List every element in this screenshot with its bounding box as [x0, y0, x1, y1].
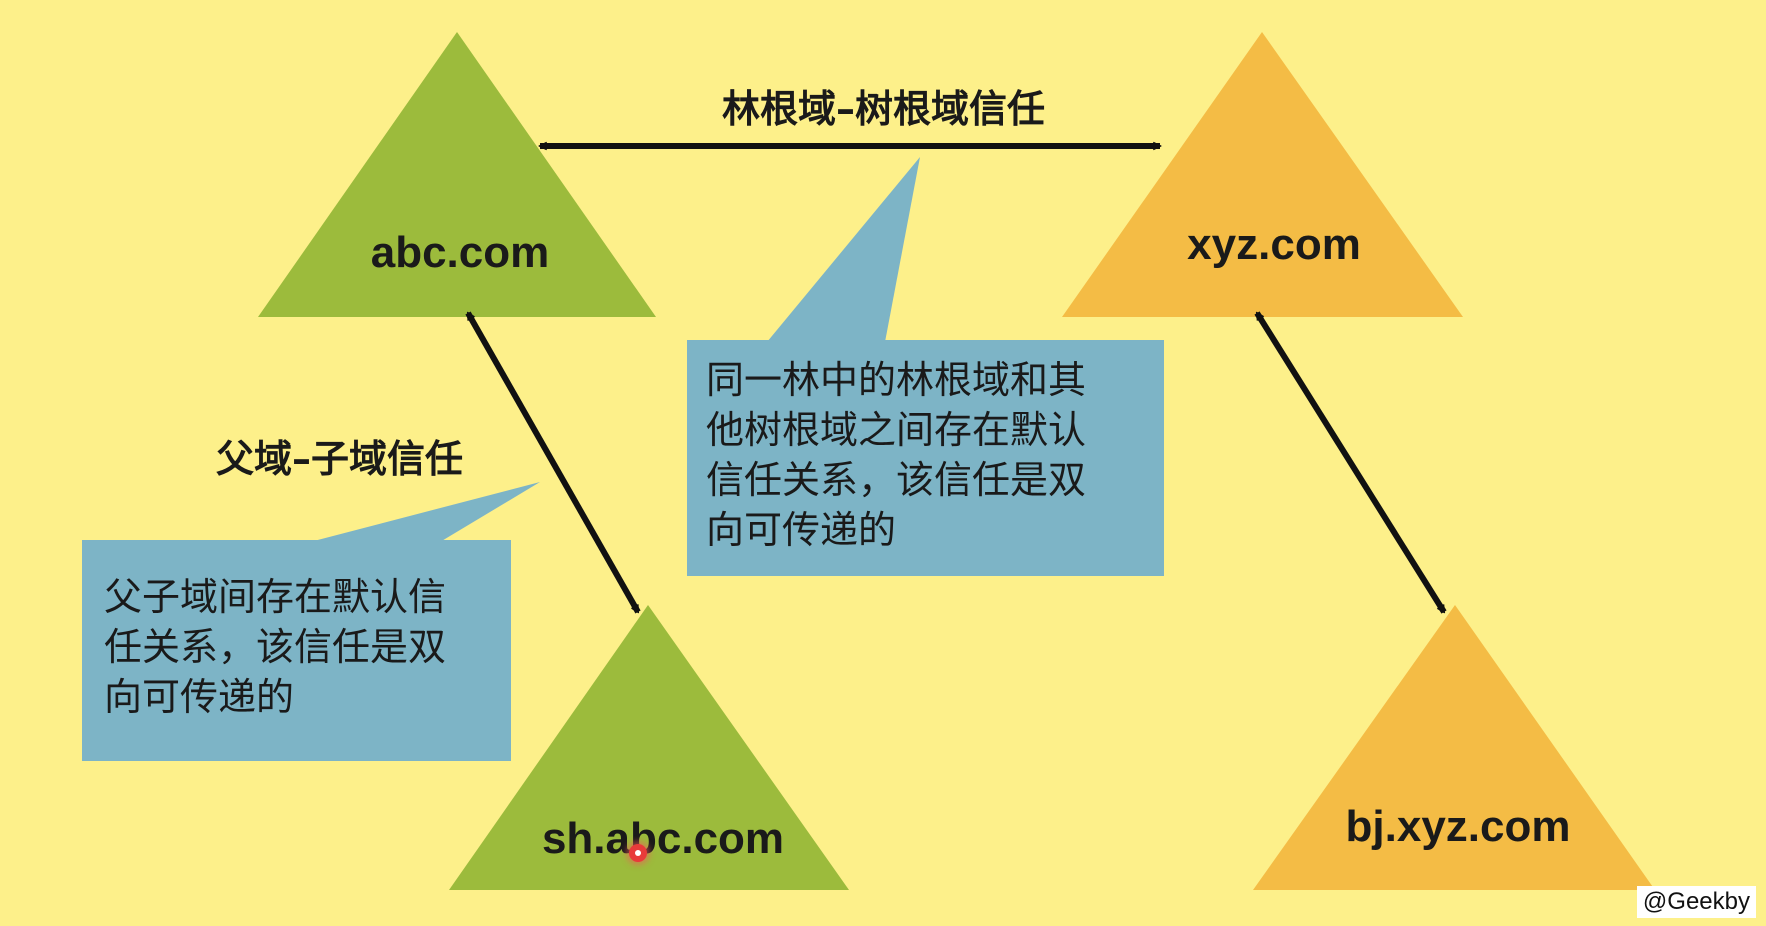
forest-callout-line: 信任关系，该信任是双	[706, 458, 1087, 502]
forest-callout-line: 他树根域之间存在默认	[706, 408, 1087, 452]
watermark: @Geekby	[1636, 886, 1756, 918]
abc-domain-triangle	[258, 32, 656, 317]
tree-root-trust-label: 林根域–树根域信任	[722, 87, 1046, 131]
forest-callout-line: 同一林中的林根域和其	[706, 358, 1087, 402]
sh-abc-domain-triangle	[449, 605, 849, 890]
abc-domain-label: abc.com	[370, 228, 550, 277]
bj-xyz-domain-label: bj.xyz.com	[1345, 802, 1571, 851]
parent-child-callout-line: 向可传递的	[104, 675, 295, 719]
xyz-domain-triangle	[1062, 32, 1463, 317]
parent-child-trust-callout: 父子域间存在默认信 任关系，该信任是双 向可传递的	[82, 540, 511, 761]
sh-abc-domain-label: sh.abc.com	[541, 814, 785, 863]
xyz-bj-trust-arrow	[1254, 313, 1447, 612]
xyz-domain-label: xyz.com	[1187, 220, 1361, 269]
forest-callout-line: 向可传递的	[706, 508, 897, 552]
parent-child-trust-label: 父域–子域信任	[216, 437, 464, 481]
bj-xyz-domain-triangle	[1253, 605, 1655, 890]
parent-child-callout-line: 父子域间存在默认信	[104, 575, 447, 619]
forest-callout-pointer	[767, 157, 920, 342]
abc-sh-trust-arrow	[465, 313, 641, 612]
pointer-highlight	[629, 844, 647, 862]
parent-child-callout-line: 任关系，该信任是双	[104, 625, 447, 669]
parent-child-callout-pointer	[310, 482, 540, 542]
forest-trust-callout: 同一林中的林根域和其 他树根域之间存在默认 信任关系，该信任是双 向可传递的	[687, 340, 1164, 576]
